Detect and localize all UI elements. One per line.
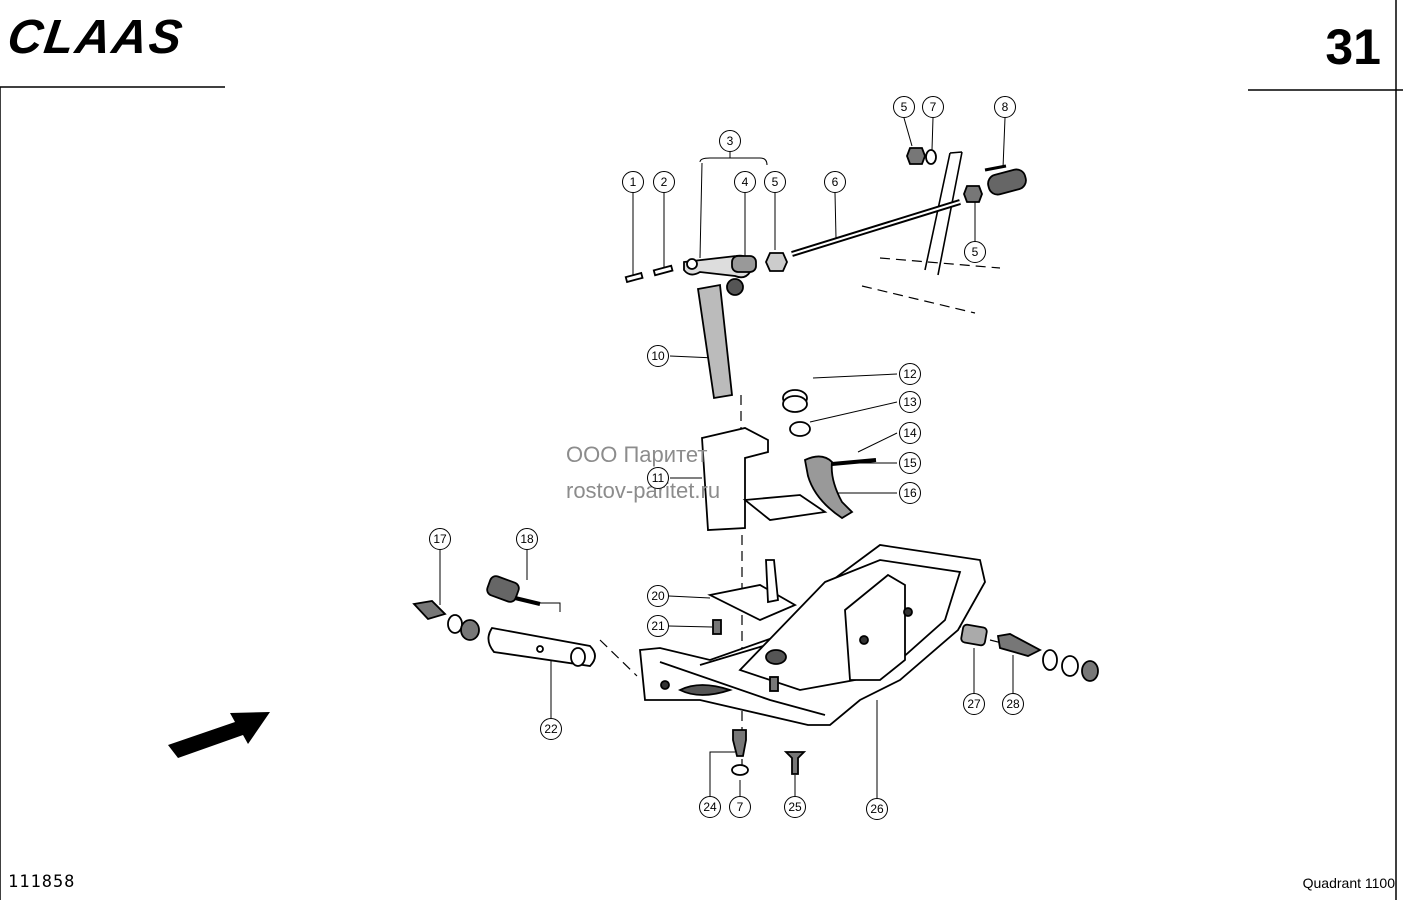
direction-arrow-icon xyxy=(168,712,270,758)
callout-8: 8 xyxy=(994,96,1016,118)
callout-25: 25 xyxy=(784,796,806,818)
callout-5b: 5 xyxy=(893,96,915,118)
callout-11: 11 xyxy=(647,467,669,489)
callout-24: 24 xyxy=(699,796,721,818)
callout-21: 21 xyxy=(647,615,669,637)
callout-27: 27 xyxy=(963,693,985,715)
callout-7a: 7 xyxy=(922,96,944,118)
page-number: 31 xyxy=(1325,19,1381,75)
callout-7b: 7 xyxy=(729,796,751,818)
callout-13: 13 xyxy=(899,391,921,413)
callout-15: 15 xyxy=(899,452,921,474)
callout-18: 18 xyxy=(516,528,538,550)
callout-5a: 5 xyxy=(764,171,786,193)
callout-2: 2 xyxy=(653,171,675,193)
leader-lines xyxy=(439,117,1014,798)
callout-16: 16 xyxy=(899,482,921,504)
claas-logo: CLAAS xyxy=(4,11,188,64)
callout-6: 6 xyxy=(824,171,846,193)
callout-17: 17 xyxy=(429,528,451,550)
callout-10: 10 xyxy=(647,345,669,367)
callout-14: 14 xyxy=(899,422,921,444)
callout-28: 28 xyxy=(1002,693,1024,715)
watermark-url: rostov-paritet.ru xyxy=(566,478,721,503)
callout-4: 4 xyxy=(734,171,756,193)
parts xyxy=(412,147,1099,776)
callout-1: 1 xyxy=(622,171,644,193)
watermark-company: ООО Паритет xyxy=(566,442,708,467)
callout-5c: 5 xyxy=(964,241,986,263)
callout-3: 3 xyxy=(719,130,741,152)
model-name: Quadrant 1100 xyxy=(1302,875,1395,891)
callout-26: 26 xyxy=(866,798,888,820)
document-id: 111858 xyxy=(8,872,76,892)
callout-22: 22 xyxy=(540,718,562,740)
callout-12: 12 xyxy=(899,363,921,385)
callout-20: 20 xyxy=(647,585,669,607)
